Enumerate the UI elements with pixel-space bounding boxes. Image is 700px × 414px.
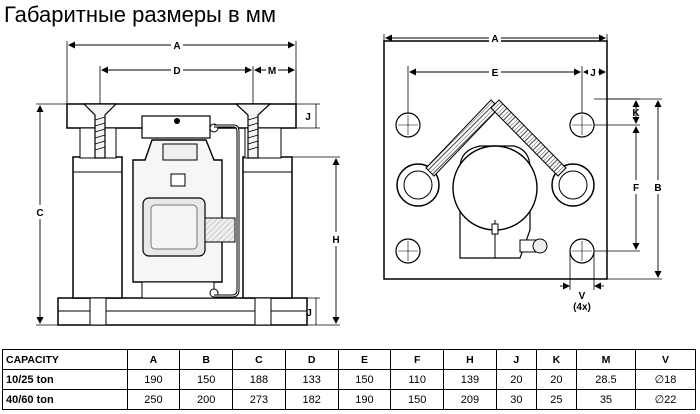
col-header-E: E [337, 349, 392, 370]
center-boss [452, 145, 538, 231]
dim-front-D: D [173, 66, 180, 77]
dim-front-M: M [268, 66, 276, 77]
col-header-V: V [635, 349, 696, 370]
dim-top-E: E [492, 68, 499, 79]
col-header-H: H [443, 349, 497, 370]
col-header-A: A [126, 349, 181, 370]
dim-top-K: K [632, 108, 640, 119]
table-cell: 150 [337, 369, 392, 390]
front-right-leg [242, 156, 293, 299]
dim-top-A: A [491, 34, 498, 45]
table-cell: 150 [390, 389, 445, 410]
dim-front-H: H [332, 235, 339, 246]
dim-top-J: J [590, 68, 596, 79]
table-cell: 190 [126, 369, 181, 390]
dim-top-V-count: (4x) [573, 302, 591, 313]
table-cell: 110 [390, 369, 445, 390]
table-cell: 30 [495, 389, 537, 410]
table-cell: 250 [126, 389, 181, 410]
col-header-C: C [232, 349, 286, 370]
dim-top-F: F [633, 183, 639, 194]
table-cell: 182 [284, 389, 339, 410]
table-cell: 209 [443, 389, 497, 410]
table-cell: 190 [337, 389, 392, 410]
col-header-F: F [390, 349, 445, 370]
table-header-row: CAPACITY A B C D E F H J K M V [2, 349, 696, 370]
top-view: A E J K F B V (4x) [383, 31, 665, 313]
table-cell: 20 [535, 369, 577, 390]
row-capacity: 10/25 ton [2, 369, 128, 390]
front-view: A D M J C H J [33, 38, 342, 326]
braided-strap-right [490, 99, 567, 177]
table-cell: 188 [232, 369, 286, 390]
table-cell: 200 [179, 389, 234, 410]
page-title: Габаритные размеры в мм [4, 2, 277, 27]
dim-front-J-top: J [305, 112, 311, 123]
col-header-K: K [535, 349, 577, 370]
front-left-leg [72, 156, 123, 299]
bolt-left [82, 103, 118, 159]
table-cell: 150 [179, 369, 234, 390]
table-cell: 273 [232, 389, 286, 410]
col-header-B: B [179, 349, 234, 370]
bolt-right [234, 103, 272, 159]
dim-front-A: A [173, 41, 180, 52]
col-header-M: M [575, 349, 637, 370]
dimension-drawing: A D M J C H J [33, 31, 665, 326]
table-cell: ∅18 [635, 369, 696, 390]
dim-top-V: V [579, 291, 586, 302]
dim-front-C: C [36, 208, 43, 219]
dimensions-table: CAPACITY A B C D E F H J K M V 10/25 ton… [2, 349, 696, 410]
dim-front-J-bottom: J [306, 308, 312, 319]
table-cell: ∅22 [635, 389, 696, 410]
table-row: 10/25 ton 190 150 188 133 150 110 139 20… [2, 369, 696, 390]
table-row: 40/60 ton 250 200 273 182 190 150 209 30… [2, 389, 696, 410]
col-header-D: D [284, 349, 339, 370]
table-cell: 28.5 [575, 369, 637, 390]
col-header-capacity: CAPACITY [2, 349, 128, 370]
table-cell: 35 [575, 389, 637, 410]
table-cell: 20 [495, 369, 537, 390]
cable-gland [204, 217, 236, 243]
table-cell: 133 [284, 369, 339, 390]
table-cell: 25 [535, 389, 577, 410]
dim-top-B: B [654, 183, 661, 194]
table-cell: 139 [443, 369, 497, 390]
col-header-J: J [495, 349, 537, 370]
row-capacity: 40/60 ton [2, 389, 128, 410]
